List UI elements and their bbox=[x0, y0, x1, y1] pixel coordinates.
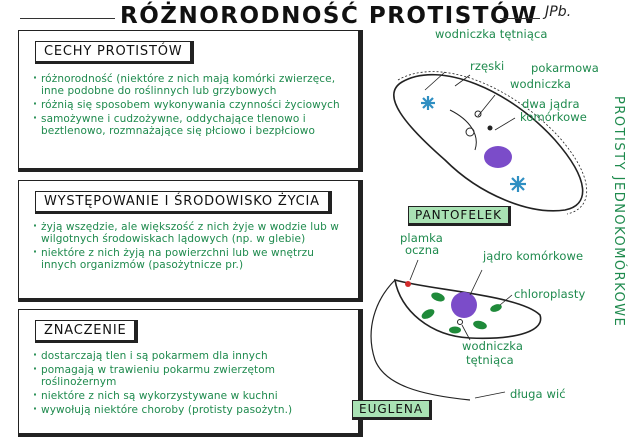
label-dluga-wic: długa wić bbox=[510, 387, 566, 401]
list-item: samożywne i cudzożywne, oddychające tlen… bbox=[33, 112, 350, 137]
euglena-name-box: EUGLENA bbox=[352, 400, 433, 420]
leader-line bbox=[409, 259, 419, 281]
section-cechy-heading: CECHY PROTISTÓW bbox=[35, 41, 195, 64]
label-dwa-jadra-2: komórkowe bbox=[520, 110, 587, 124]
list-item: pomagają w trawieniu pokarmu zwierzętom … bbox=[33, 363, 350, 388]
leader-line bbox=[461, 324, 471, 341]
euglena-contractile-vacuole bbox=[457, 319, 463, 325]
pantofelek-name-box: PANTOFELEK bbox=[408, 206, 512, 226]
list-item: niektóre z nich żyją na powierzchni lub … bbox=[33, 246, 350, 271]
paramecium-illustration bbox=[393, 71, 588, 215]
label-jadro-komorkowe: jądro komórkowe bbox=[483, 249, 584, 263]
label-wodniczka-pokarmowa-2: wodniczka bbox=[510, 77, 571, 91]
euglena-flagellum bbox=[370, 279, 471, 401]
euglena-chloroplast bbox=[421, 309, 435, 319]
list-item: różnią się sposobem wykonywania czynnośc… bbox=[33, 98, 350, 111]
euglena-chloroplast bbox=[449, 326, 461, 334]
label-wodniczka-pokarmowa-1: pokarmowa bbox=[531, 61, 599, 75]
page-title: RÓŻNORODNOŚĆ PROTISTÓW bbox=[120, 3, 538, 29]
paramecium-food-vacuole bbox=[474, 110, 482, 118]
section-znaczenie-heading: ZNACZENIE bbox=[35, 320, 139, 343]
label-plamka-1: plamka bbox=[400, 231, 443, 245]
leader-line bbox=[474, 391, 506, 399]
euglena-chloroplast bbox=[490, 304, 502, 312]
leader-line bbox=[477, 94, 496, 117]
paramecium-contractile-vacuole-top bbox=[421, 96, 435, 110]
author-signature: JPb. bbox=[545, 4, 572, 20]
list-item: wywołują niektóre choroby (protisty paso… bbox=[33, 403, 350, 416]
paramecium-cilia bbox=[397, 71, 588, 215]
euglena-eyespot bbox=[405, 281, 411, 287]
paramecium-micronucleus bbox=[487, 125, 493, 131]
section-wystepowanie-heading: WYSTĘPOWANIE I ŚRODOWISKO ŻYCIA bbox=[35, 191, 332, 214]
section-cechy-list: różnorodność (niektóre z nich mają komór… bbox=[33, 72, 350, 139]
euglena-chloroplast bbox=[473, 320, 487, 330]
list-item: dostarczają tlen i są pokarmem dla innyc… bbox=[33, 349, 350, 362]
label-dwa-jadra-1: dwa jądra bbox=[522, 97, 580, 111]
paramecium-oral-groove bbox=[449, 109, 477, 151]
side-title: PROTISTY JEDNOKOMÓRKOWE bbox=[611, 96, 626, 328]
paramecium-macronucleus bbox=[484, 146, 512, 168]
euglena-nucleus bbox=[451, 292, 477, 318]
list-item: różnorodność (niektóre z nich mają komór… bbox=[33, 72, 350, 97]
paramecium-cell-outline bbox=[393, 73, 584, 212]
section-znaczenie-list: dostarczają tlen i są pokarmem dla innyc… bbox=[33, 349, 350, 418]
leader-line bbox=[469, 269, 483, 296]
list-item: niektóre z nich są wykorzystywane w kuch… bbox=[33, 389, 350, 402]
leader-line bbox=[499, 294, 513, 306]
euglena-chloroplast bbox=[431, 292, 445, 302]
title-underline-left bbox=[20, 18, 115, 19]
label-rzeski: rzęski bbox=[470, 59, 505, 73]
label-wodniczka-2: tętniąca bbox=[466, 353, 514, 367]
paramecium-food-vacuole bbox=[465, 127, 475, 137]
paramecium-contractile-vacuole-bottom bbox=[510, 176, 526, 192]
leader-line bbox=[424, 71, 446, 91]
leader-line bbox=[494, 117, 516, 131]
label-wodniczka-tetniaca: wodniczka tętniąca bbox=[435, 27, 548, 41]
section-cechy: CECHY PROTISTÓW różnorodność (niektóre z… bbox=[18, 30, 363, 172]
section-wystepowanie-list: żyją wszędzie, ale większość z nich żyje… bbox=[33, 220, 350, 273]
leader-line bbox=[454, 74, 471, 87]
section-wystepowanie: WYSTĘPOWANIE I ŚRODOWISKO ŻYCIA żyją wsz… bbox=[18, 180, 363, 302]
title-underline-right bbox=[500, 18, 540, 19]
label-plamka-2: oczna bbox=[405, 243, 440, 257]
label-wodniczka-1: wodniczka bbox=[462, 339, 523, 353]
section-znaczenie: ZNACZENIE dostarczają tlen i są pokarmem… bbox=[18, 309, 363, 437]
euglena-illustration bbox=[370, 259, 542, 401]
list-item: żyją wszędzie, ale większość z nich żyje… bbox=[33, 220, 350, 245]
label-chloroplasty: chloroplasty bbox=[514, 287, 586, 301]
